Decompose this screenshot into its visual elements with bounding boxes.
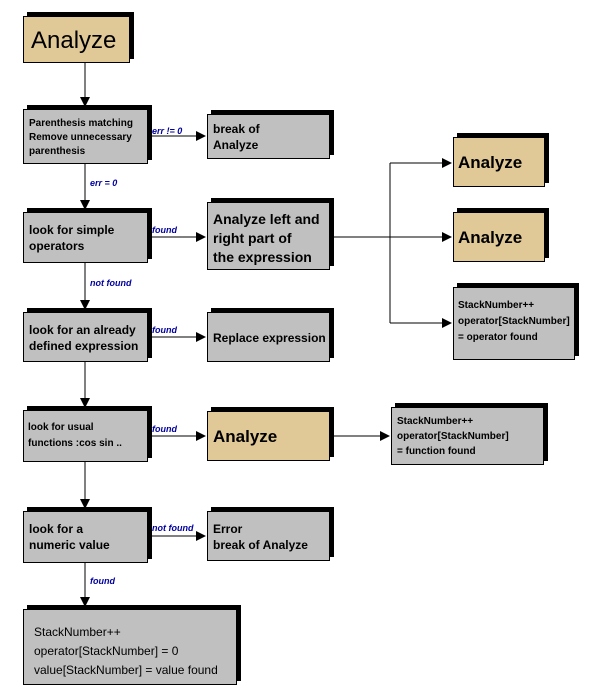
replace-expr-box: Replace expression — [207, 312, 330, 362]
edge-label-not-found-2: not found — [152, 523, 194, 533]
stack-value-box: StackNumber++ operator[StackNumber] = 0 … — [23, 609, 237, 685]
defined-expr-box: look for an already defined expression — [23, 312, 148, 362]
replace-expr-label: Replace expression — [213, 331, 326, 345]
analyze-right-2-label: Analyze — [458, 228, 523, 247]
analyze-right-1-label: Analyze — [458, 153, 523, 172]
usual-funcs-box: look for usual functions :cos sin .. — [23, 410, 148, 462]
stack-operator-label: StackNumber++ operator[StackNumber] = op… — [458, 300, 570, 343]
analyze-main-label: Analyze — [31, 27, 117, 54]
analyze-main-box: Analyze — [23, 16, 130, 63]
simple-ops-label: look for simple operators — [29, 223, 115, 253]
edge-label-found-2: found — [152, 325, 177, 335]
stack-function-box: StackNumber++ operator[StackNumber] = fu… — [391, 407, 544, 465]
numeric-value-label: look for a numeric value — [29, 522, 110, 552]
simple-ops-box: look for simple operators — [23, 212, 148, 263]
break-analyze-label: break of Analyze — [213, 122, 260, 152]
numeric-value-box: look for a numeric value — [23, 511, 148, 563]
analyze-right-2-box: Analyze — [453, 212, 545, 262]
parenthesis-box: Parenthesis matching Remove unnecessary … — [23, 109, 148, 164]
analyze-func-box: Analyze — [207, 411, 330, 461]
break-analyze-box: break of Analyze — [207, 114, 330, 159]
edge-label-err-eq-0: err = 0 — [90, 178, 118, 188]
usual-funcs-label: look for usual functions :cos sin .. — [28, 422, 122, 449]
edge-label-found-3: found — [152, 424, 177, 434]
edge-label-not-found-1: not found — [90, 278, 132, 288]
parenthesis-label: Parenthesis matching Remove unnecessary … — [29, 118, 133, 157]
stack-operator-box: StackNumber++ operator[StackNumber] = op… — [453, 287, 575, 360]
stack-function-label: StackNumber++ operator[StackNumber] = fu… — [397, 416, 509, 457]
error-break-label: Error break of Analyze — [213, 522, 308, 552]
stack-value-label: StackNumber++ operator[StackNumber] = 0 … — [34, 625, 218, 677]
error-break-box: Error break of Analyze — [207, 511, 330, 561]
analyze-right-1-box: Analyze — [453, 137, 545, 187]
edge-label-found-1: found — [152, 225, 177, 235]
analyze-left-right-label: Analyze left and right part of the expre… — [213, 211, 320, 265]
analyze-func-label: Analyze — [213, 427, 278, 446]
edge-label-err-ne-0: err != 0 — [152, 126, 183, 136]
edge-label-found-4: found — [90, 576, 115, 586]
defined-expr-label: look for an already defined expression — [29, 323, 139, 353]
analyze-left-right-box: Analyze left and right part of the expre… — [207, 202, 330, 270]
